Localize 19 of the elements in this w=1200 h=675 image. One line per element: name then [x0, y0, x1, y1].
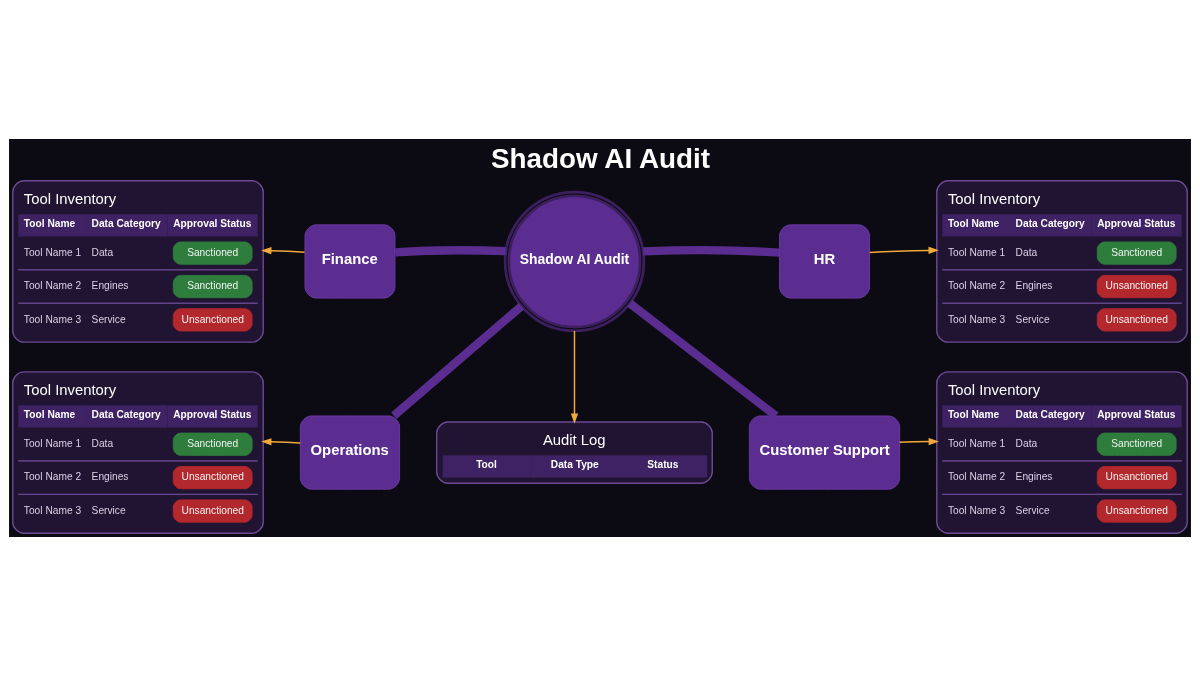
node-box: HR	[779, 223, 870, 299]
connector	[394, 245, 506, 257]
arrow	[869, 246, 939, 254]
connector	[627, 299, 779, 419]
node-box: Operations	[299, 414, 401, 490]
arrow	[898, 437, 939, 445]
connector	[391, 302, 525, 419]
node-box: Finance	[304, 223, 396, 299]
diagram-title: Shadow AI Audit	[490, 142, 710, 174]
connector	[643, 245, 780, 257]
arrow	[261, 246, 306, 254]
arrow	[570, 329, 579, 424]
arrow	[261, 437, 301, 445]
node-box: Tool Inventory Tool Name Data Category Approval Status Tool Name 1 Data Sanctioned Tool Name 2 Engines Sanctioned Tool Name 3 Service Unsanctioned	[12, 179, 264, 343]
node-box: Tool Inventory Tool Name Data Category Approval Status Tool Name 1 Data Sanctioned Tool Name 2 Engines Unsanctioned Tool Name 3 Service Unsanctioned	[12, 370, 264, 534]
node-box: Audit Log Tool Data Type Status	[436, 420, 713, 484]
node-box: Customer Support	[748, 414, 901, 490]
node-box: Tool Inventory Tool Name Data Category Approval Status Tool Name 1 Data Sanctioned Tool Name 2 Engines Unsanctioned Tool Name 3 Service Unsanctioned	[936, 179, 1188, 343]
node-box: Tool Inventory Tool Name Data Category Approval Status Tool Name 1 Data Sanctioned Tool Name 2 Engines Unsanctioned Tool Name 3 Service Unsanctioned	[936, 370, 1188, 534]
